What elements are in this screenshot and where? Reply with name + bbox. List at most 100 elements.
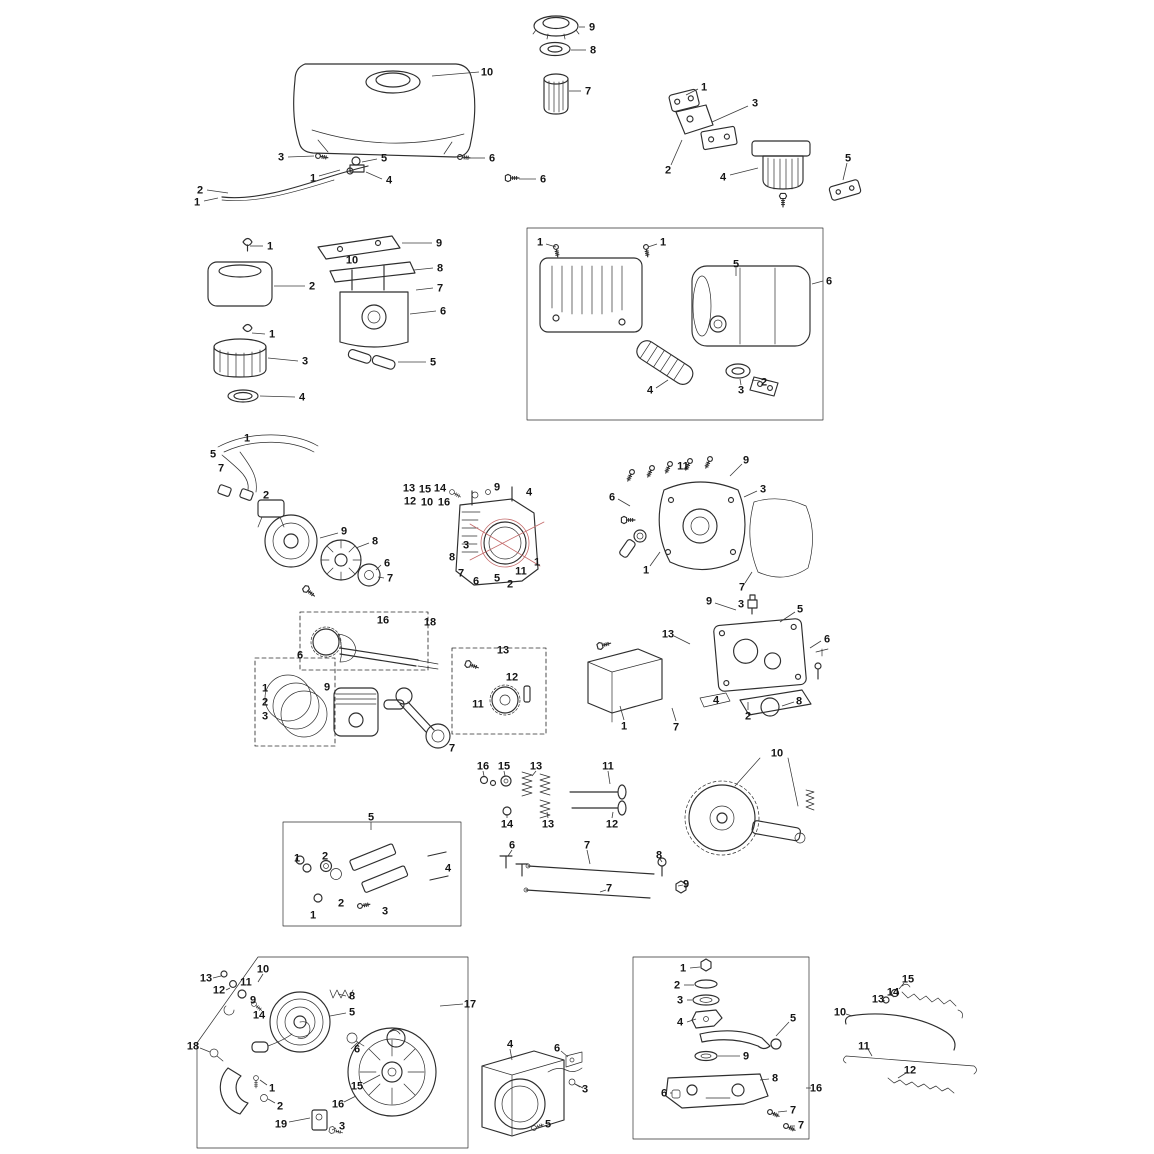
callout-crankshaft-piston-9: 9	[324, 682, 330, 694]
callout-leader-muffler	[655, 379, 669, 389]
callout-crankshaft-piston-11: 11	[472, 699, 484, 711]
callout-leader-cylinder-head	[779, 611, 796, 623]
callout-leader-fuel-tank	[365, 171, 383, 180]
callout-crankshaft-piston-7: 7	[449, 743, 455, 755]
callout-leader-crankcase-cover	[649, 551, 661, 567]
callout-recoil-starter-17: 17	[464, 999, 476, 1011]
callout-valve-camshaft-5: 5	[368, 812, 374, 824]
callout-cylinder-head-13: 13	[662, 629, 674, 641]
callout-crankcase-cover-11: 11	[677, 461, 689, 473]
callout-fan-cover-6: 6	[554, 1043, 560, 1055]
callout-leader-ignition	[319, 532, 339, 539]
callout-leader-air-cleaner	[251, 332, 266, 335]
callout-muffler-4: 4	[647, 385, 654, 397]
callout-cylinder-head-1: 1	[621, 721, 627, 733]
callout-leader-muffler	[811, 280, 824, 285]
callout-muffler-1: 1	[660, 237, 666, 249]
callout-recoil-starter-10: 10	[257, 964, 269, 976]
callout-leader-recoil-starter	[212, 975, 222, 979]
callout-throttle-linkage-12: 12	[904, 1065, 916, 1077]
callout-leader-recoil-starter	[329, 1012, 347, 1017]
callout-governor-1: 1	[680, 963, 686, 975]
callout-leader-ignition	[355, 542, 370, 549]
callout-carburetor-1: 1	[701, 82, 707, 94]
callout-recoil-starter-8: 8	[349, 991, 355, 1003]
callout-leader-fan-cover	[509, 1048, 513, 1061]
callout-crankcase-cover-6: 6	[609, 492, 615, 504]
callout-air-cleaner-1: 1	[267, 241, 273, 253]
muffler-diagram	[526, 227, 824, 421]
callout-carburetor-4: 4	[720, 172, 727, 184]
callout-carburetor-2: 2	[665, 165, 671, 177]
valve-camshaft-diagram	[282, 757, 815, 927]
callout-valve-camshaft-11: 11	[602, 761, 614, 773]
callout-leader-valve-camshaft	[482, 770, 485, 777]
callout-leader-valve-camshaft	[607, 770, 611, 785]
callout-cylinder-head-2: 2	[745, 711, 751, 723]
callout-leader-air-cleaner	[413, 267, 434, 271]
callout-ignition-1: 1	[244, 433, 250, 445]
callout-air-cleaner-9: 9	[436, 238, 442, 250]
callout-recoil-starter-2: 2	[277, 1101, 283, 1113]
callout-recoil-starter-3: 3	[339, 1121, 345, 1133]
callout-leader-fuel-tank	[361, 158, 378, 163]
callout-valve-camshaft-2: 2	[322, 851, 328, 863]
callout-air-cleaner-8: 8	[437, 263, 443, 275]
callout-leader-recoil-starter	[362, 1074, 381, 1085]
callout-ignition-9: 9	[341, 526, 347, 538]
callout-fuel-tank-2: 2	[197, 185, 203, 197]
callout-valve-camshaft-1: 1	[294, 853, 300, 865]
callout-leader-fuel-tank	[287, 155, 315, 158]
callout-leader-recoil-starter	[259, 1079, 268, 1086]
air-cleaner-diagram	[207, 235, 416, 403]
callout-muffler-2: 2	[761, 377, 767, 389]
callout-leader-carburetor	[670, 139, 683, 166]
cylinder-head-diagram	[587, 594, 829, 723]
callout-valve-camshaft-3: 3	[382, 906, 388, 918]
crankshaft-piston-diagram	[254, 611, 547, 749]
callout-valve-camshaft-12: 12	[606, 819, 618, 831]
callout-recoil-starter-19: 19	[275, 1119, 287, 1131]
callout-leader-muffler	[545, 243, 557, 248]
callout-air-cleaner-10: 10	[346, 255, 358, 267]
callout-cylinder-head-8: 8	[796, 696, 802, 708]
callout-leader-fan-cover	[560, 1050, 569, 1058]
callout-cylinder-head-5: 5	[797, 604, 803, 616]
callout-recoil-starter-9: 9	[250, 995, 256, 1007]
callout-throttle-linkage-10: 10	[834, 1007, 846, 1019]
callout-cylinder-block-3: 3	[463, 540, 469, 552]
callout-valve-camshaft-8: 8	[656, 850, 662, 862]
callout-recoil-starter-6: 6	[354, 1044, 360, 1056]
callout-air-cleaner-4: 4	[299, 392, 306, 404]
callout-valve-camshaft-1: 1	[310, 910, 316, 922]
callout-fuel-cap-8: 8	[590, 45, 596, 57]
callout-leader-fan-cover	[537, 1125, 544, 1129]
callout-governor-7: 7	[790, 1105, 796, 1117]
callout-governor-6: 6	[661, 1088, 667, 1100]
callout-leader-cylinder-head	[619, 705, 625, 721]
callout-leader-throttle-linkage	[898, 982, 905, 990]
callout-recoil-starter-14: 14	[253, 1010, 266, 1022]
callout-leader-recoil-starter	[343, 1095, 357, 1103]
callout-fuel-tank-6: 6	[540, 174, 546, 186]
callout-leader-recoil-starter	[331, 1127, 337, 1131]
callout-governor-9: 9	[743, 1051, 749, 1063]
callout-leader-valve-camshaft	[611, 811, 614, 819]
callout-leader-recoil-starter	[267, 1098, 276, 1104]
callout-valve-camshaft-6: 6	[509, 840, 515, 852]
callout-leader-muffler	[647, 243, 658, 248]
callout-cylinder-block-13: 13	[403, 483, 415, 495]
callout-crankcase-cover-1: 1	[643, 565, 649, 577]
recoil-starter-diagram	[196, 956, 469, 1149]
callout-recoil-starter-13: 13	[200, 973, 212, 985]
callout-leader-ignition	[377, 576, 385, 579]
callout-governor-8: 8	[772, 1073, 778, 1085]
callout-leader-throttle-linkage	[867, 1048, 873, 1057]
carburetor-diagram	[668, 88, 862, 208]
callout-fuel-tank-5: 5	[381, 153, 387, 165]
callout-leader-throttle-linkage	[897, 1072, 907, 1079]
callout-leader-valve-camshaft	[546, 811, 549, 819]
callout-cylinder-block-9: 9	[494, 482, 500, 494]
callout-fuel-cap-9: 9	[589, 22, 595, 34]
